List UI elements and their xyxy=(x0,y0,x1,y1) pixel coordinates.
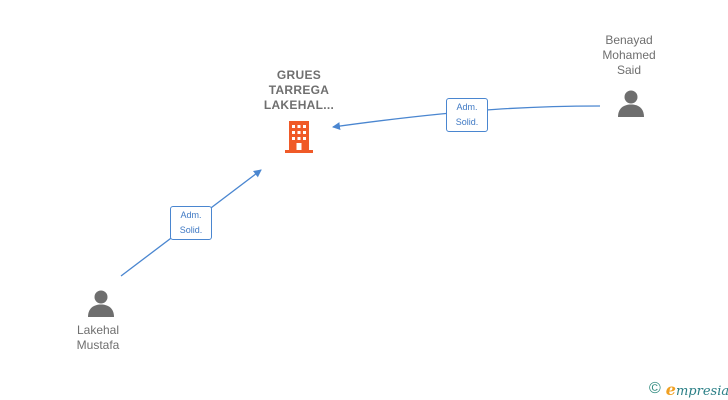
company-name-line-1: GRUES xyxy=(276,68,322,82)
person-name-line-2: Mohamed xyxy=(602,48,656,62)
relation-label-lakehal[interactable]: Adm. Solid. xyxy=(170,206,212,240)
building-icon[interactable] xyxy=(284,120,314,154)
relation-role: Adm. xyxy=(456,102,478,112)
company-name[interactable]: GRUES TARREGA LAKEHAL... xyxy=(244,68,354,113)
person-name-line-1: Benayad xyxy=(605,33,653,47)
relation-type: Solid. xyxy=(179,225,203,235)
person-name-line-2: Mustafa xyxy=(76,338,120,352)
brand-watermark: © empresia xyxy=(649,378,728,400)
person-icon[interactable] xyxy=(86,288,116,318)
relation-type: Solid. xyxy=(455,117,479,127)
person-name-lakehal[interactable]: Lakehal Mustafa xyxy=(58,323,138,353)
person-icon[interactable] xyxy=(616,88,646,118)
person-name-line-1: Lakehal xyxy=(76,323,120,337)
empresia-logo: empresia xyxy=(666,380,728,399)
company-name-line-3: LAKEHAL... xyxy=(263,98,335,112)
relation-label-benayad[interactable]: Adm. Solid. xyxy=(446,98,488,132)
copyright-icon: © xyxy=(649,380,661,397)
logo-rest: mpresia xyxy=(675,383,728,399)
person-name-line-3: Said xyxy=(616,63,642,77)
relation-role: Adm. xyxy=(180,210,202,220)
person-name-benayad[interactable]: Benayad Mohamed Said xyxy=(586,33,672,78)
logo-initial: e xyxy=(665,379,676,399)
company-name-line-2: TARREGA xyxy=(268,83,330,97)
edge-benayad-to-company xyxy=(332,105,601,131)
